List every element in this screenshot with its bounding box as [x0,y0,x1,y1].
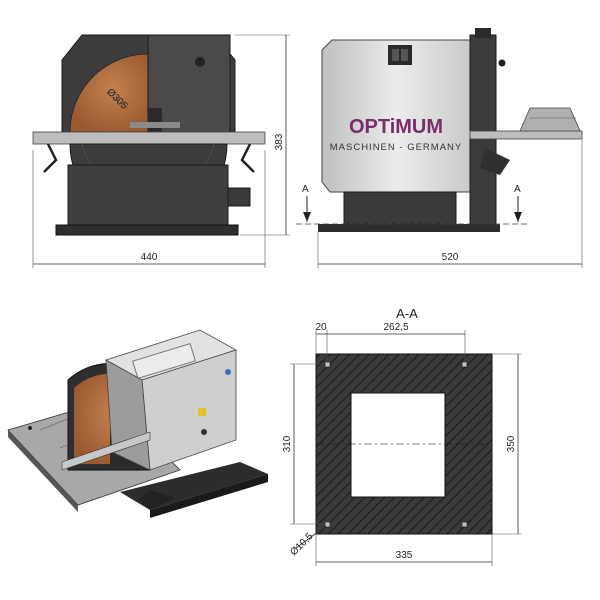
hole-diameter-label: Ø10,5 [288,531,315,558]
power-switch-icon [388,45,412,65]
mounting-hole-icon [324,361,468,528]
front-height-label: 383 [274,133,285,150]
section-mark-right: A [514,184,521,195]
isometric-view [7,329,268,518]
base-opening [350,392,446,498]
front-view: Ø305 383 440 [32,34,290,268]
outer-width-label: 335 [396,550,413,561]
section-a-a: A-A 20 262,5 310 350 [282,306,522,566]
brand-tagline: MASCHINEN - GERMANY [330,142,462,153]
hole-spacing-y-label: 310 [282,435,293,452]
hole-spacing-x-label: 262,5 [383,322,408,333]
work-table [32,131,266,145]
outer-height-label: 350 [506,435,517,452]
front-width-label: 440 [141,252,158,263]
section-title: A-A [396,306,418,321]
brand-name: OPTiMUM [349,116,443,138]
knob-icon [195,57,205,67]
side-width-label: 520 [442,252,459,263]
section-mark-left: A [302,184,309,195]
sanding-disc [69,53,149,133]
side-view: OPTiMUM MASCHINEN - GERMANY A A 520 [296,28,583,268]
edge-offset-label: 20 [315,322,327,333]
